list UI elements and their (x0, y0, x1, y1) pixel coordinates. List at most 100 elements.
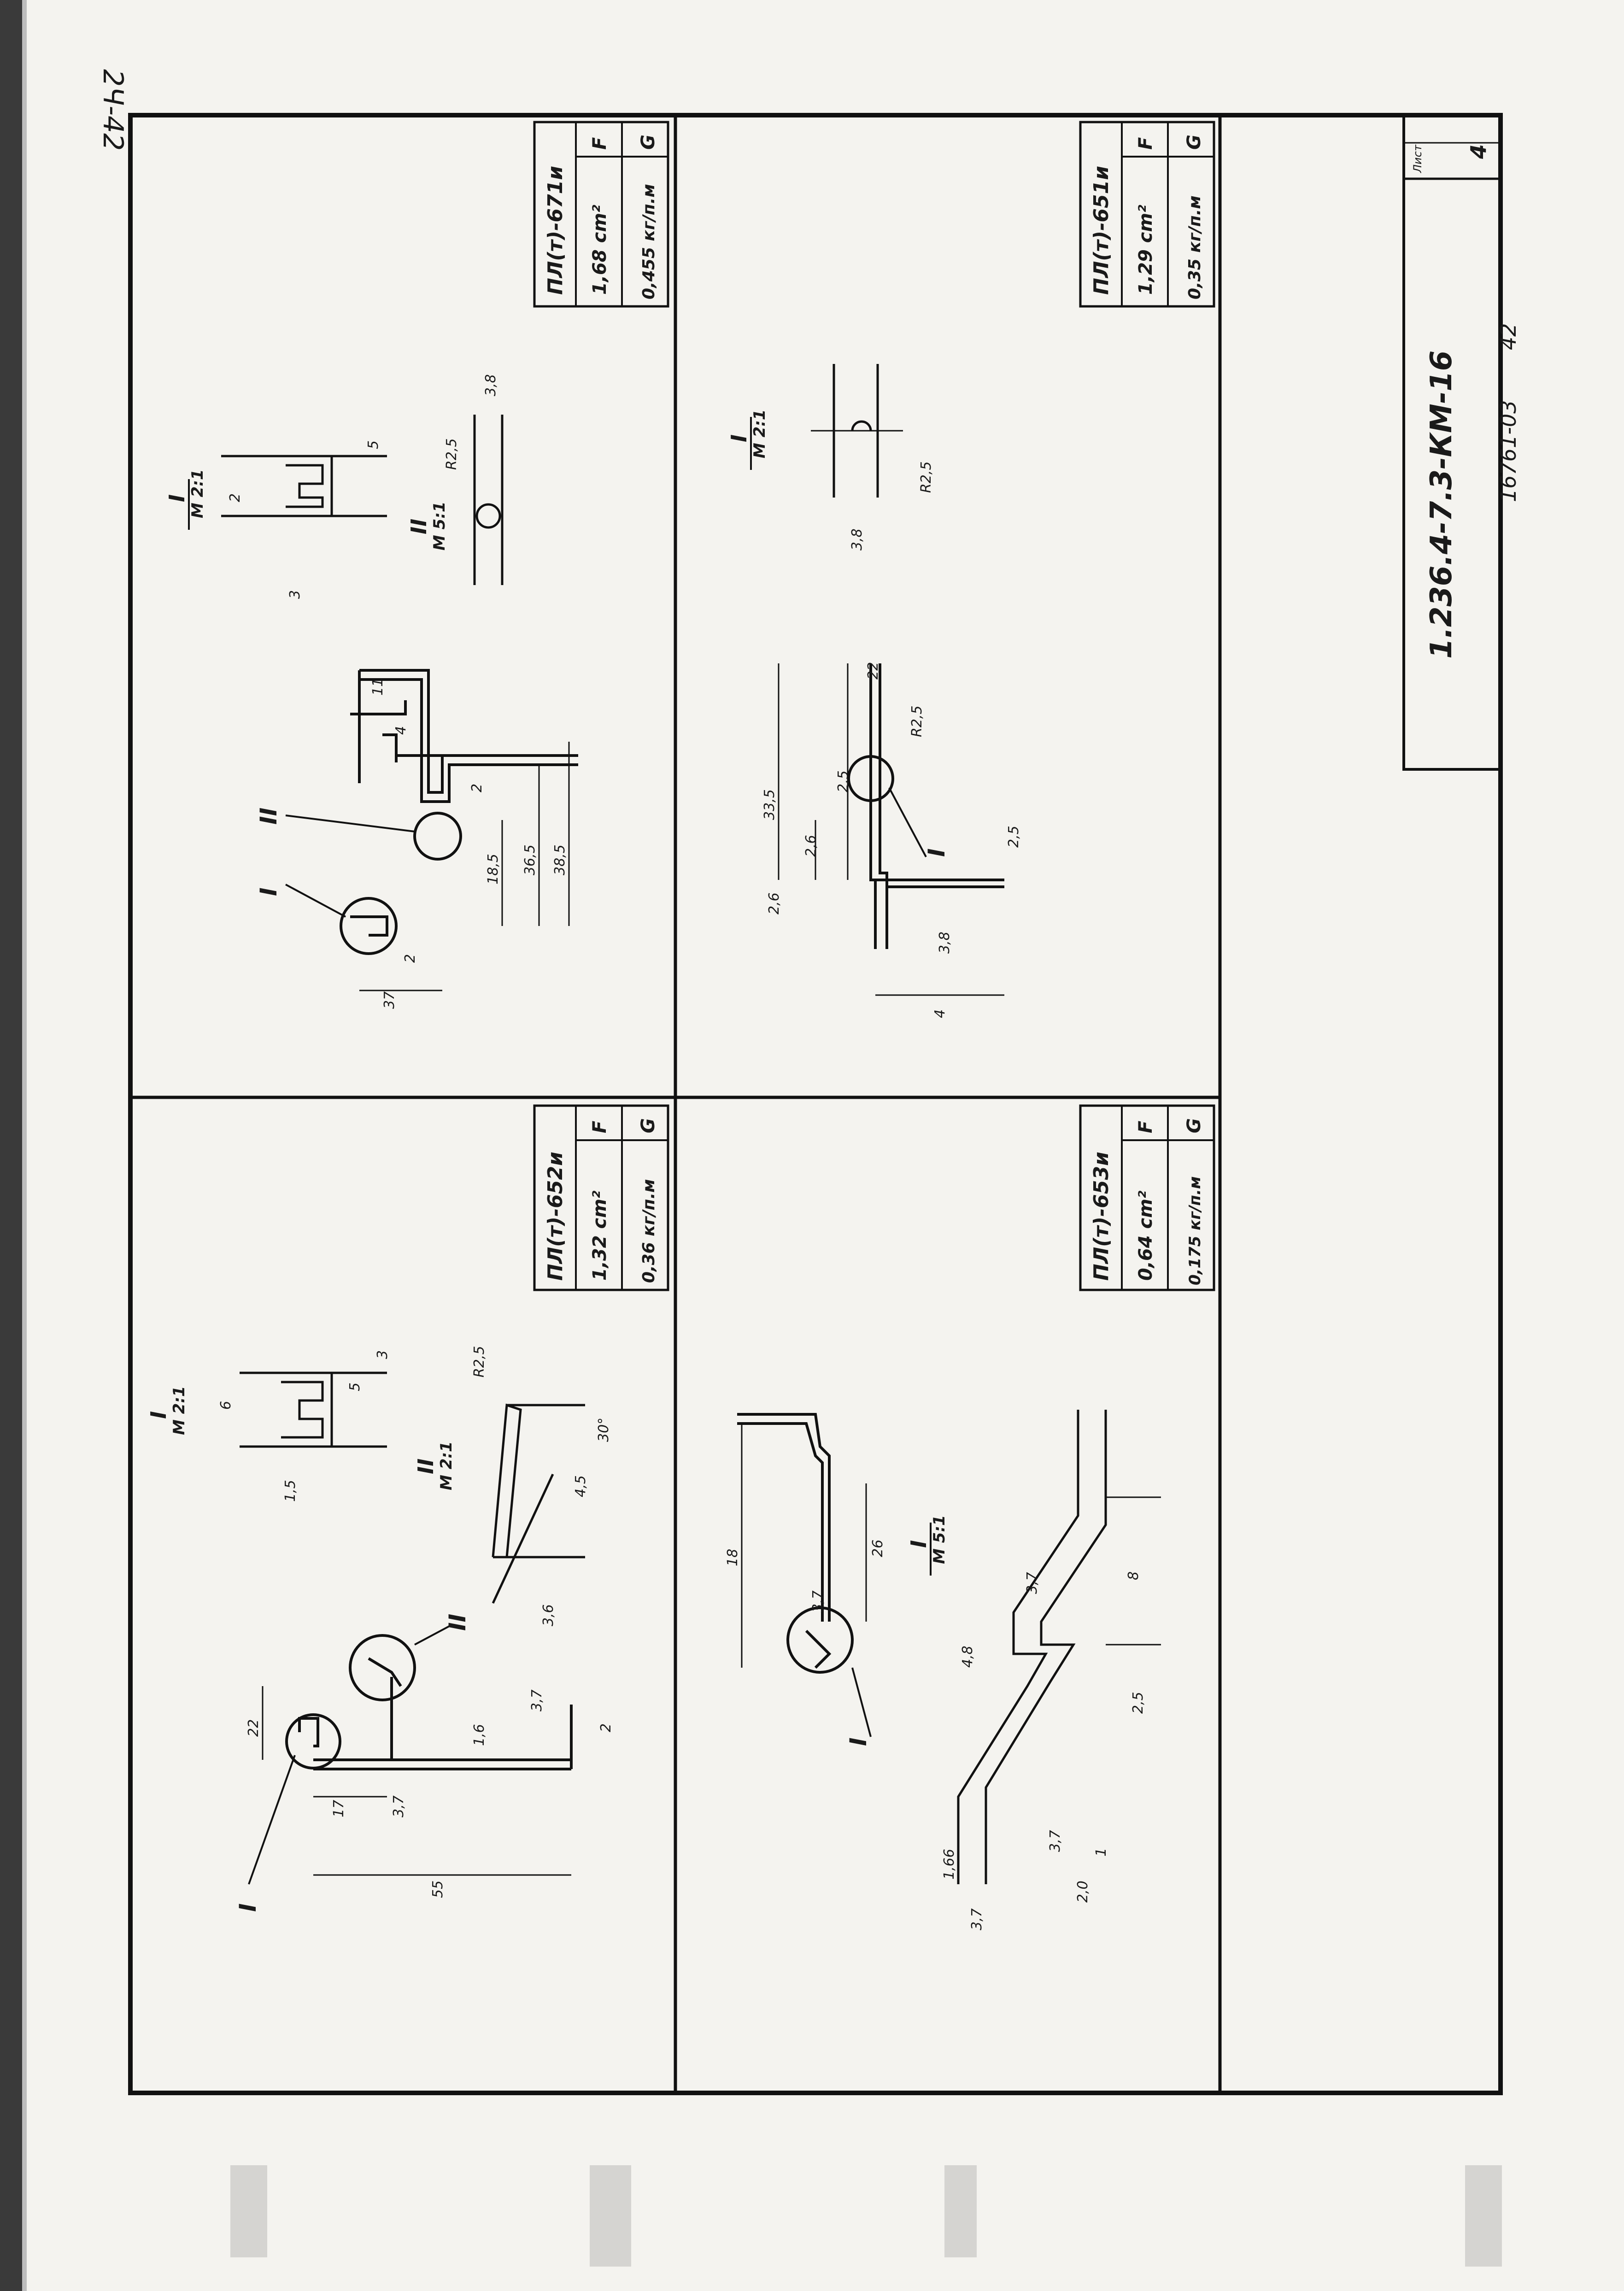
svg-text:R2,5: R2,5 (909, 705, 925, 737)
svg-text:4,5: 4,5 (573, 1475, 589, 1497)
svg-text:1,6: 1,6 (471, 1724, 487, 1746)
svg-text:17: 17 (331, 1800, 347, 1817)
svg-text:30°: 30° (596, 1418, 612, 1442)
profile-4: ПЛ(т)-653и F G 0,64 cm² 0,175 кг/п.м I 1… (725, 1104, 1215, 1930)
profile-3-callout-I: I (923, 848, 950, 857)
profile-1-weight: 0,455 кг/п.м (639, 184, 658, 299)
svg-text:2,0: 2,0 (1075, 1881, 1091, 1903)
svg-text:F: F (1135, 1121, 1156, 1133)
svg-text:1,5: 1,5 (282, 1480, 299, 1502)
profile-4-callout-I: I (845, 1737, 872, 1746)
svg-text:I: I (146, 1411, 171, 1419)
profile-1-section (340, 669, 578, 955)
svg-text:37: 37 (381, 991, 398, 1009)
svg-text:3,6: 3,6 (540, 1604, 557, 1626)
profile-2-weight: 0,36 кг/п.м (639, 1179, 658, 1283)
svg-text:G: G (638, 1118, 659, 1133)
svg-text:R2,5: R2,5 (471, 1346, 487, 1377)
svg-text:I: I (906, 1540, 931, 1548)
profile-2-name: ПЛ(т)-652и (544, 1152, 567, 1281)
profile-4-area: 0,64 cm² (1135, 1190, 1156, 1281)
profile-3-detail-I (811, 364, 903, 498)
svg-text:F: F (1135, 137, 1156, 150)
svg-text:2: 2 (598, 1723, 614, 1732)
svg-text:II: II (413, 1459, 438, 1474)
designation: 1.236.4-7.3-КМ-16 (1425, 351, 1459, 659)
profile-1-area: 1,68 cm² (589, 205, 610, 295)
svg-text:22: 22 (246, 1719, 262, 1737)
profile-2-callout-II: II (444, 1614, 471, 1631)
profile-1-table (533, 121, 669, 308)
svg-text:18: 18 (725, 1549, 741, 1566)
outer-frame (128, 113, 1503, 2095)
svg-text:M 5:1: M 5:1 (430, 501, 449, 551)
profile-2-detail-II (492, 1403, 585, 1604)
profile-4-section (737, 1413, 854, 1674)
profile-3-area: 1,29 cm² (1135, 205, 1156, 295)
svg-text:4: 4 (393, 726, 409, 735)
svg-text:M 5:1: M 5:1 (930, 1515, 949, 1564)
sheet-label: Лист (1411, 144, 1424, 173)
svg-text:G: G (1184, 135, 1205, 150)
profile-4-detail-I (957, 1410, 1161, 1884)
svg-text:18,5: 18,5 (485, 854, 501, 885)
svg-text:2,6: 2,6 (803, 835, 819, 857)
svg-text:2: 2 (469, 784, 485, 792)
sheet-number: 4 (1466, 144, 1491, 159)
svg-text:R2,5: R2,5 (444, 438, 460, 470)
svg-text:4,8: 4,8 (960, 1646, 976, 1668)
svg-text:3: 3 (287, 590, 303, 599)
svg-text:G: G (1184, 1118, 1205, 1133)
profile-1-callout-II: II (255, 808, 282, 825)
svg-text:4: 4 (932, 1009, 948, 1018)
svg-text:11: 11 (370, 678, 386, 696)
profile-1-name: ПЛ(т)-671и (544, 166, 567, 295)
svg-text:2,5: 2,5 (1006, 826, 1022, 848)
svg-text:M 2:1: M 2:1 (188, 469, 207, 518)
svg-text:2,5: 2,5 (835, 770, 851, 792)
svg-text:3,8: 3,8 (849, 528, 865, 551)
margin-note: 2Ч-42 (97, 69, 129, 151)
svg-text:3,7: 3,7 (529, 1689, 545, 1711)
svg-text:I: I (727, 434, 751, 442)
svg-text:5: 5 (365, 440, 381, 449)
profile-1-callout-I: I (255, 887, 282, 896)
svg-text:55: 55 (430, 1881, 446, 1898)
svg-text:3,7: 3,7 (1047, 1830, 1063, 1852)
svg-text:36,5: 36,5 (522, 844, 538, 875)
svg-text:38,5: 38,5 (552, 844, 568, 875)
profile-3-name: ПЛ(т)-651и (1090, 166, 1113, 295)
svg-text:I: I (164, 494, 189, 502)
svg-text:M 2:1: M 2:1 (170, 1386, 188, 1435)
profile-2: ПЛ(т)-652и F G 1,32 cm² 0,36 кг/п.м I II… (146, 1104, 669, 1912)
svg-text:22: 22 (865, 662, 881, 680)
svg-text:F: F (589, 1121, 610, 1133)
profile-1-detail-I (221, 455, 387, 517)
svg-text:6: 6 (218, 1401, 234, 1410)
profile-3-weight: 0,35 кг/п.м (1185, 195, 1204, 299)
svg-text:2: 2 (227, 493, 243, 502)
scan-edge-shadow (22, 0, 27, 2291)
scan-edge (0, 0, 22, 2291)
profile-3: ПЛ(т)-651и F G 1,29 cm² 0,35 кг/п.м I 4 … (727, 121, 1215, 1018)
svg-text:3,7: 3,7 (391, 1795, 407, 1817)
profile-4-weight: 0,175 кг/п.м (1186, 1176, 1204, 1285)
svg-text:3,8: 3,8 (483, 374, 499, 396)
profile-2-callout-I: I (235, 1903, 261, 1912)
profile-4-name: ПЛ(т)-653и (1090, 1152, 1113, 1281)
svg-text:5: 5 (347, 1383, 363, 1391)
svg-text:3,8: 3,8 (937, 932, 953, 954)
scan-noise (230, 2165, 1502, 2267)
svg-text:2,6: 2,6 (766, 892, 782, 914)
svg-text:R2,5: R2,5 (918, 461, 934, 493)
profile-2-table (533, 1104, 669, 1291)
svg-text:2,5: 2,5 (1130, 1692, 1146, 1714)
profile-2-detail-I (240, 1371, 387, 1448)
svg-text:26: 26 (870, 1540, 886, 1557)
svg-text:8: 8 (1126, 1571, 1142, 1580)
profile-1-detail-II (473, 415, 504, 585)
svg-text:F: F (589, 137, 610, 150)
svg-text:3,7: 3,7 (1024, 1572, 1040, 1594)
svg-text:II: II (406, 519, 431, 534)
